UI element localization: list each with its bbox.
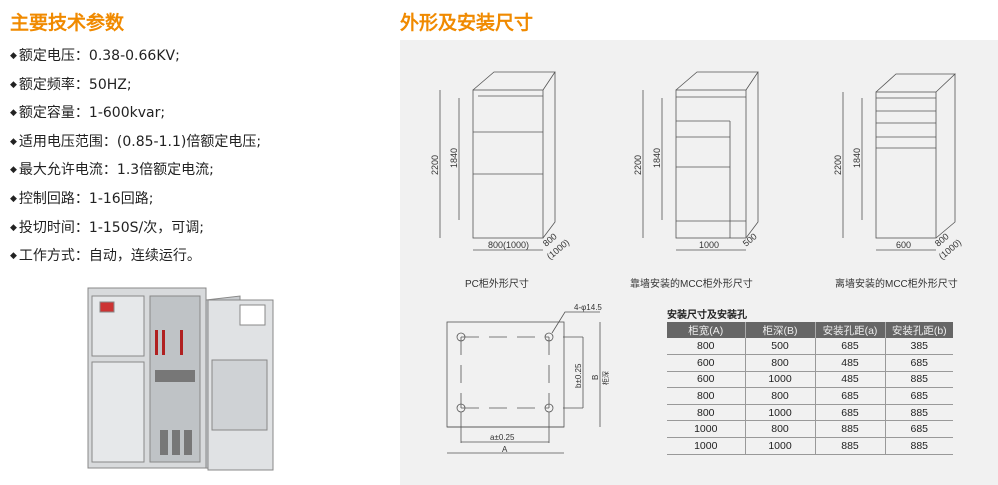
plan-b: b±0.25 — [574, 363, 583, 388]
table-cell: 885 — [884, 371, 953, 389]
table-cell: 800 — [744, 387, 815, 405]
table-cell: 1000 — [667, 420, 745, 439]
spec-item: 额定电压：0.38-0.66KV; — [10, 42, 261, 71]
dims-title: 外形及安装尺寸 — [400, 12, 534, 34]
table-cell: 885 — [884, 404, 953, 422]
cab3-width: 600 — [896, 240, 911, 250]
plan-holes: 4-φ14.5 — [574, 303, 602, 312]
table-cell: 685 — [814, 338, 885, 356]
table-cell: 685 — [814, 404, 885, 422]
table-cell: 800 — [667, 387, 745, 405]
spec-item: 额定频率：50HZ; — [10, 71, 261, 100]
table-cell: 685 — [814, 387, 885, 405]
cab2-height: 2200 — [633, 155, 643, 175]
table-cell: 885 — [814, 420, 885, 439]
table-cell: 600 — [667, 371, 745, 389]
mounting-plan-drawing — [446, 311, 601, 454]
plan-A: A — [502, 445, 508, 454]
table-cell: 1000 — [744, 404, 815, 422]
table-cell: 485 — [814, 371, 885, 389]
cab1-height: 2200 — [430, 155, 440, 175]
spec-item: 投切时间：1-150S/次，可调; — [10, 214, 261, 243]
table-cell: 685 — [884, 387, 953, 405]
plan-a: a±0.25 — [490, 433, 515, 442]
table-title: 安装尺寸及安装孔 — [667, 310, 747, 321]
cab3-height: 2200 — [833, 155, 843, 175]
cab2-width: 1000 — [699, 240, 719, 250]
spec-item: 适用电压范围：(0.85-1.1)倍额定电压; — [10, 128, 261, 157]
cab1-width: 800(1000) — [488, 240, 529, 250]
cab3-caption: 离墙安装的MCC柜外形尺寸 — [835, 277, 958, 290]
cab1-caption: PC柜外形尺寸 — [465, 277, 529, 290]
cab2-depth: 500 — [741, 231, 759, 248]
pc-cabinet-drawing — [439, 71, 556, 251]
table-cell: 485 — [814, 354, 885, 372]
table-cell: 385 — [884, 338, 953, 356]
spec-item: 最大允许电流：1.3倍额定电流; — [10, 156, 261, 185]
cab2-inner: 1840 — [652, 148, 662, 168]
spec-item: 工作方式：自动，连续运行。 — [10, 242, 261, 271]
table-cell: 600 — [667, 354, 745, 372]
cab1-inner: 1840 — [449, 148, 459, 168]
spec-item: 控制回路：1-16回路; — [10, 185, 261, 214]
col-header: 柜宽(A) — [667, 322, 745, 338]
col-header: 安装孔距(b) — [884, 322, 953, 338]
col-header: 柜深(B) — [744, 322, 815, 338]
cab2-caption: 靠墙安装的MCC柜外形尺寸 — [630, 277, 753, 290]
table-cell: 1000 — [744, 371, 815, 389]
mcc-freestanding-cabinet-drawing — [842, 73, 957, 251]
table-cell: 1000 — [744, 437, 815, 455]
spec-item: 额定容量：1-600kvar; — [10, 99, 261, 128]
table-cell: 685 — [884, 420, 953, 439]
table-cell: 800 — [744, 354, 815, 372]
spec-list: 额定电压：0.38-0.66KV; 额定频率：50HZ; 额定容量：1-600k… — [10, 42, 261, 271]
table-cell: 885 — [814, 437, 885, 455]
cab3-inner: 1840 — [852, 148, 862, 168]
table-cell: 500 — [744, 338, 815, 356]
table-cell: 800 — [744, 420, 815, 439]
table-cell: 800 — [667, 338, 745, 356]
plan-B: B — [591, 375, 600, 380]
specs-title: 主要技术参数 — [10, 12, 125, 34]
plan-depth-label: 柜深 — [601, 371, 610, 385]
mcc-wall-cabinet-drawing — [642, 71, 759, 251]
table-cell: 885 — [884, 437, 953, 455]
table-cell: 1000 — [667, 437, 745, 455]
table-cell: 800 — [667, 404, 745, 422]
col-header: 安装孔距(a) — [814, 322, 885, 338]
table-cell: 685 — [884, 354, 953, 372]
